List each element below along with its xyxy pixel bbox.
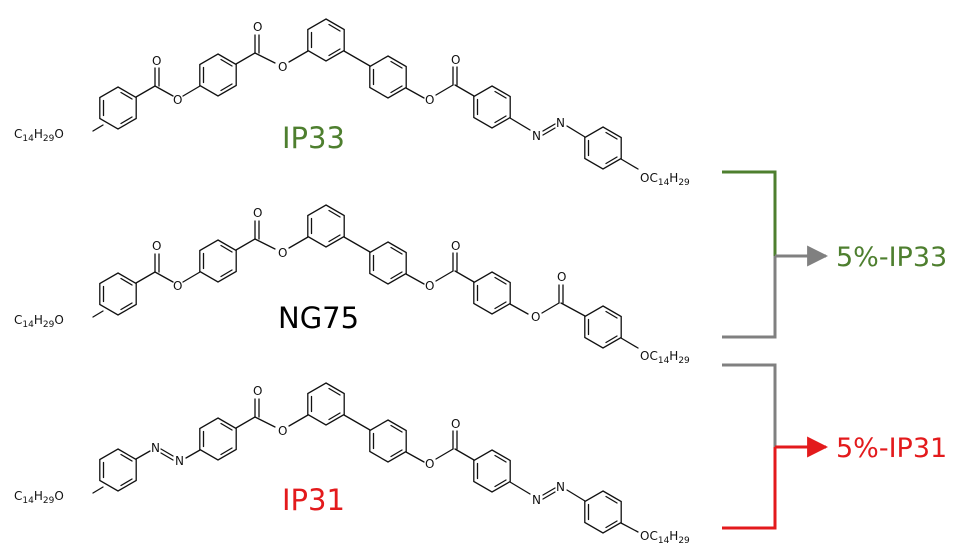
carbonyl-oxygen: O [557,270,566,284]
connector-red [722,447,777,530]
label-5pct-ip31: 5%-IP31 [836,433,947,464]
azo-nitrogen: N [532,493,541,507]
connector-ip31-mix [722,363,829,530]
ester-oxygen: O [425,457,434,471]
label-ip31: IP31 [282,483,345,517]
ester-oxygen: O [531,310,540,324]
ester-oxygen: O [173,279,182,293]
alkoxy-tail-left: C14H29O [14,313,64,330]
alkoxy-tail-right: OC14H29 [640,349,690,366]
carbonyl-oxygen: O [152,54,161,68]
carbonyl-oxygen: O [451,417,460,431]
azo-nitrogen: N [556,116,565,130]
alkoxy-tail-left: C14H29O [14,489,64,506]
alkoxy-tail-right: OC14H29 [640,529,690,543]
alkoxy-tail-left: C14H29O [14,127,64,144]
connector-green [722,170,777,256]
carbonyl-oxygen: O [253,206,262,220]
carbonyl-oxygen: O [253,20,262,34]
ester-oxygen: O [278,60,287,74]
azo-nitrogen: N [151,441,160,455]
connector-gray-lower [722,363,777,447]
carbonyl-oxygen: O [451,53,460,67]
connector-gray-upper [722,256,777,339]
azo-nitrogen: N [175,454,184,468]
azo-nitrogen: N [556,480,565,494]
label-ip33: IP33 [282,121,345,155]
molecule-ip31: C14H29O N N O O O O N N [14,382,690,543]
ester-oxygen: O [278,246,287,260]
azo-nitrogen: N [532,129,541,143]
molecule-ip33: C14H29O O O O O O O N N [14,18,690,188]
carbonyl-oxygen: O [451,239,460,253]
ester-oxygen: O [173,93,182,107]
carbonyl-oxygen: O [152,239,161,253]
alkoxy-tail-right: OC14H29 [640,171,690,188]
label-5pct-ip33: 5%-IP33 [836,242,947,273]
ester-oxygen: O [278,424,287,438]
label-ng75: NG75 [278,301,359,335]
connector-ip33-mix [722,170,829,339]
ester-oxygen: O [425,279,434,293]
carbonyl-oxygen: O [253,384,262,398]
ester-oxygen: O [425,93,434,107]
molecule-ng75: C14H29O O O O O O O O O [14,204,690,366]
